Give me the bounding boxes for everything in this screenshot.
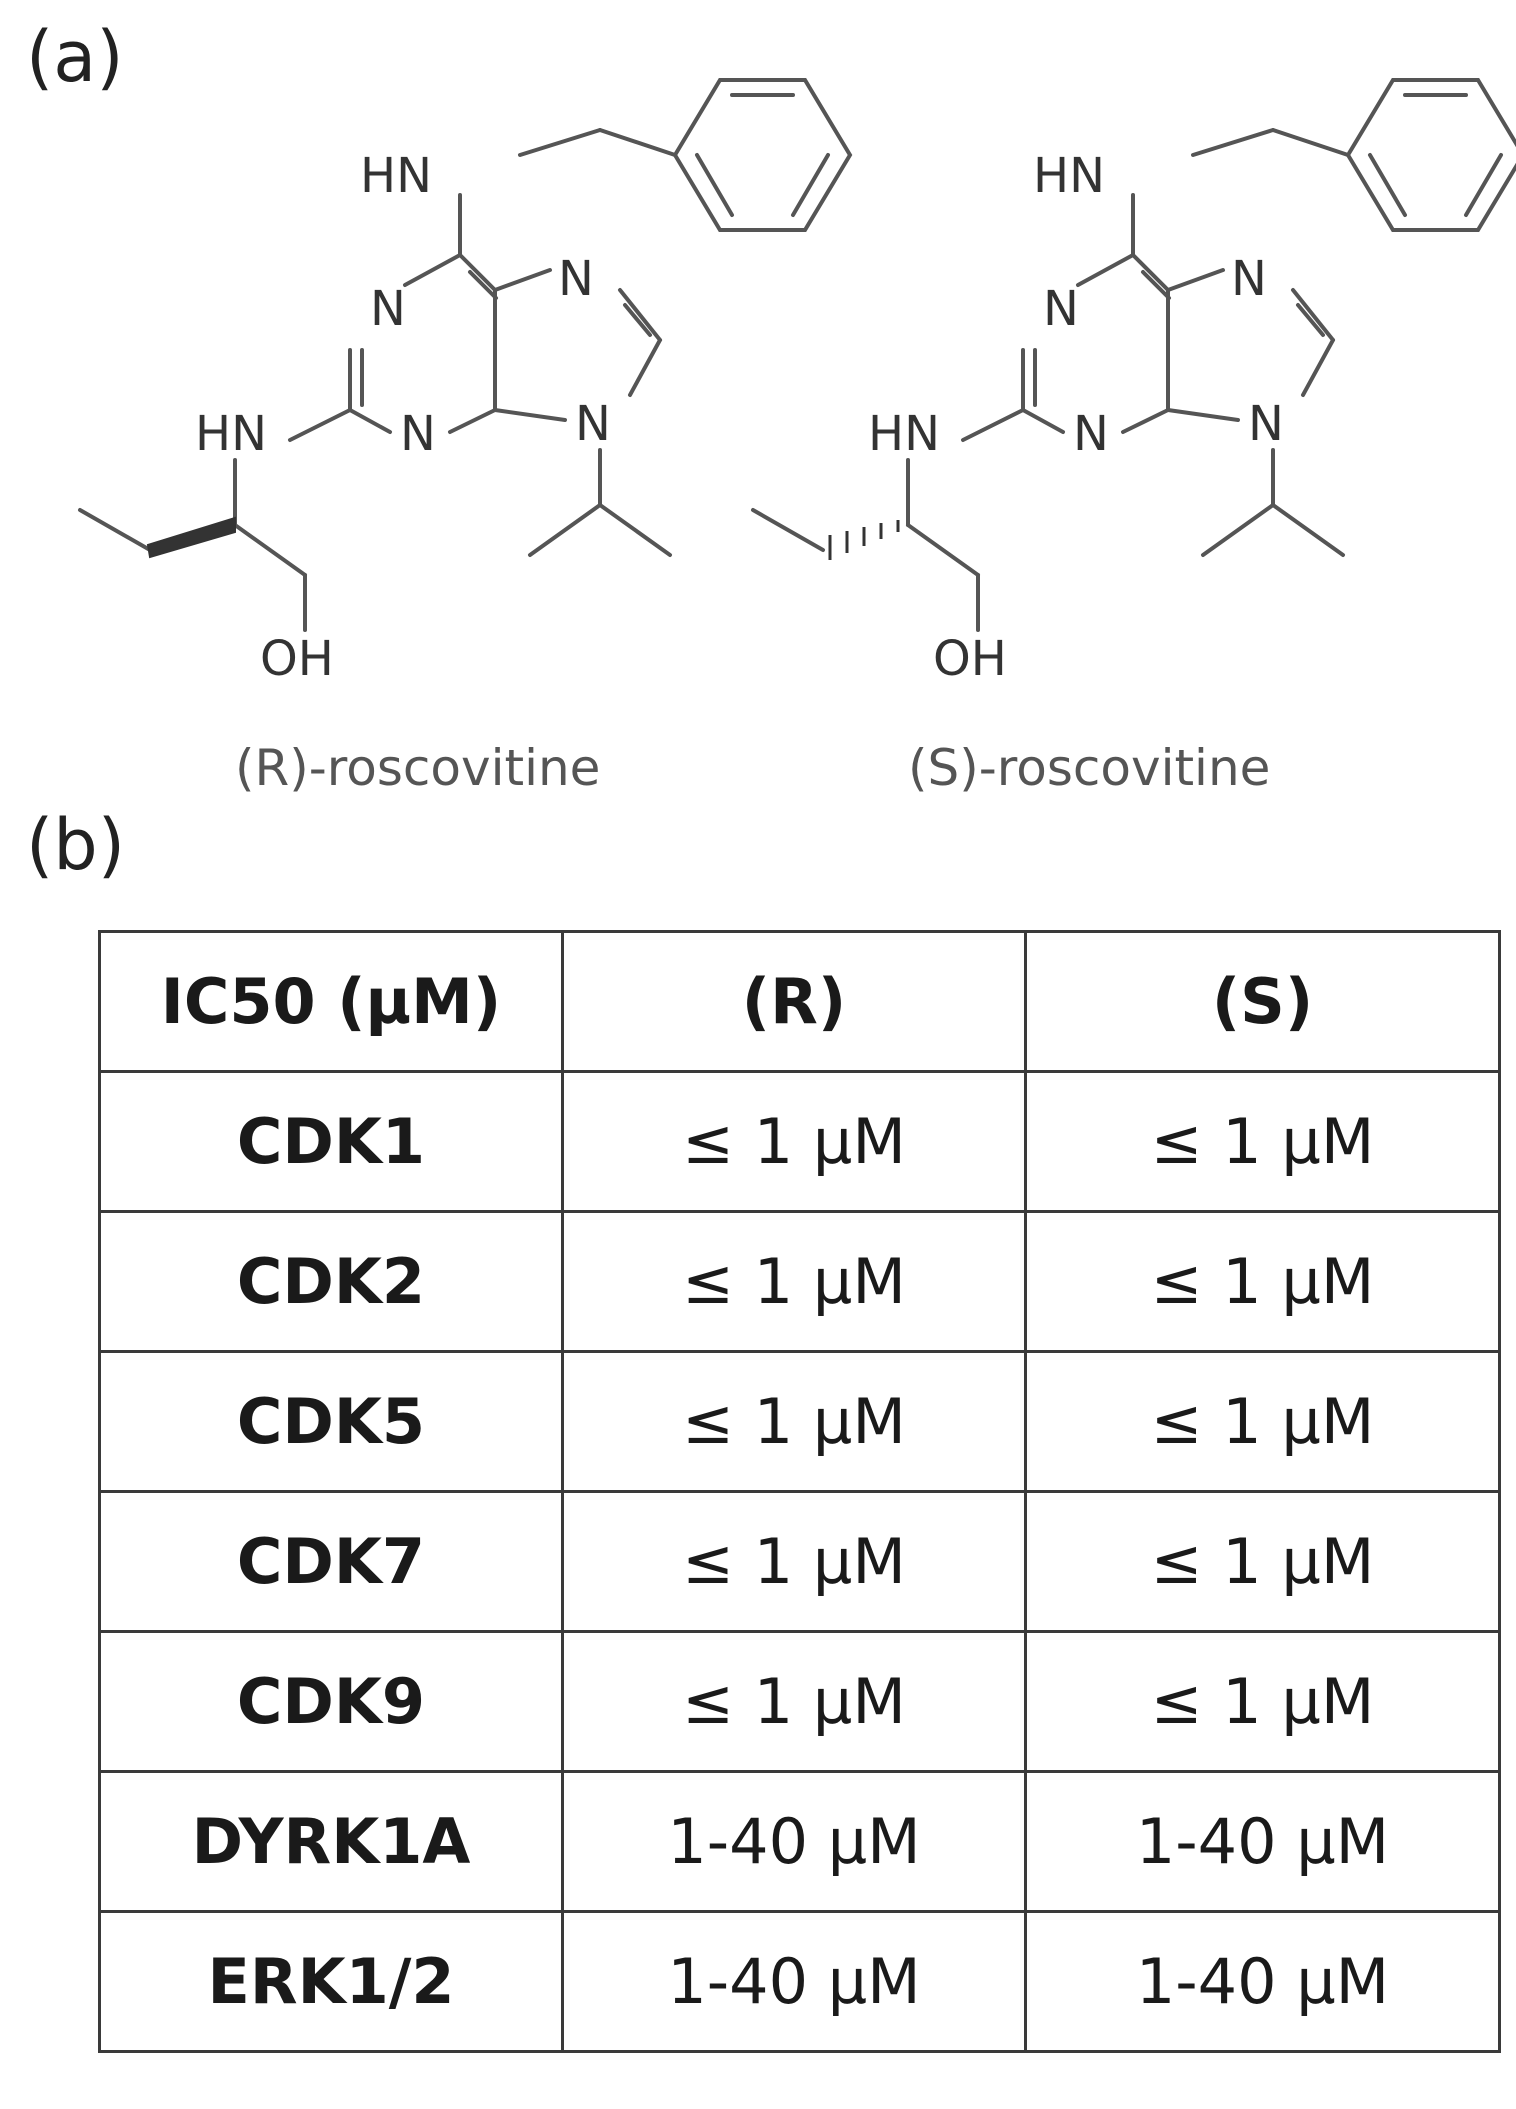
table-row: CDK2 ≤ 1 µM ≤ 1 µM	[98, 1210, 1501, 1353]
table-row: ERK1/2 1-40 µM 1-40 µM	[98, 1910, 1501, 2053]
atom-label: OH	[260, 631, 334, 687]
s-value: 1-40 µM	[1024, 1770, 1501, 1913]
table-row: CDK9 ≤ 1 µM ≤ 1 µM	[98, 1630, 1501, 1773]
table-row: CDK7 ≤ 1 µM ≤ 1 µM	[98, 1490, 1501, 1633]
ic50-table: IC50 (µM) (R) (S) CDK1 ≤ 1 µM ≤ 1 µM CDK…	[98, 930, 1501, 2053]
atom-label: N	[558, 251, 594, 307]
r-value: 1-40 µM	[561, 1770, 1027, 1913]
atom-label: N	[400, 406, 436, 462]
s-value: ≤ 1 µM	[1024, 1210, 1501, 1353]
target-name: ERK1/2	[98, 1910, 564, 2053]
panel-label-a: (a)	[26, 16, 124, 98]
chemical-structures: HN N N N N HN OH (R)-roscovitine HN N N …	[78, 78, 1516, 797]
r-value: ≤ 1 µM	[561, 1630, 1027, 1773]
r-value: ≤ 1 µM	[561, 1210, 1027, 1353]
atom-label: HN	[1033, 148, 1105, 204]
target-name: CDK9	[98, 1630, 564, 1773]
s-value: ≤ 1 µM	[1024, 1070, 1501, 1213]
table-row: DYRK1A 1-40 µM 1-40 µM	[98, 1770, 1501, 1913]
atom-label: N	[370, 281, 406, 337]
r-structure-caption: (R)-roscovitine	[235, 739, 600, 797]
atom-label: OH	[933, 631, 1007, 687]
target-name: CDK1	[98, 1070, 564, 1213]
r-roscovitine-structure: HN N N N N HN OH (R)-roscovitine	[78, 78, 852, 797]
r-value: 1-40 µM	[561, 1910, 1027, 2053]
atom-label: N	[1043, 281, 1079, 337]
target-name: CDK5	[98, 1350, 564, 1493]
table-row: CDK5 ≤ 1 µM ≤ 1 µM	[98, 1350, 1501, 1493]
atom-label: N	[575, 396, 611, 452]
atom-label: HN	[360, 148, 432, 204]
target-name: CDK2	[98, 1210, 564, 1353]
atom-label: HN	[868, 406, 940, 462]
r-value: ≤ 1 µM	[561, 1490, 1027, 1633]
s-value: ≤ 1 µM	[1024, 1630, 1501, 1773]
header-ic50: IC50 (µM)	[98, 930, 564, 1073]
atom-label: N	[1248, 396, 1284, 452]
s-value: ≤ 1 µM	[1024, 1490, 1501, 1633]
header-r: (R)	[561, 930, 1027, 1073]
s-roscovitine-structure: HN N N N N HN OH (S)-roscovitine	[751, 78, 1516, 797]
target-name: DYRK1A	[98, 1770, 564, 1913]
r-value: ≤ 1 µM	[561, 1350, 1027, 1493]
s-value: 1-40 µM	[1024, 1910, 1501, 2053]
header-s: (S)	[1024, 930, 1501, 1073]
r-value: ≤ 1 µM	[561, 1070, 1027, 1213]
atom-label: N	[1231, 251, 1267, 307]
target-name: CDK7	[98, 1490, 564, 1633]
s-structure-caption: (S)-roscovitine	[908, 739, 1270, 797]
panel-label-b: (b)	[26, 804, 126, 886]
atom-label: HN	[195, 406, 267, 462]
atom-label: N	[1073, 406, 1109, 462]
s-value: ≤ 1 µM	[1024, 1350, 1501, 1493]
table-header-row: IC50 (µM) (R) (S)	[98, 930, 1501, 1073]
table-row: CDK1 ≤ 1 µM ≤ 1 µM	[98, 1070, 1501, 1213]
